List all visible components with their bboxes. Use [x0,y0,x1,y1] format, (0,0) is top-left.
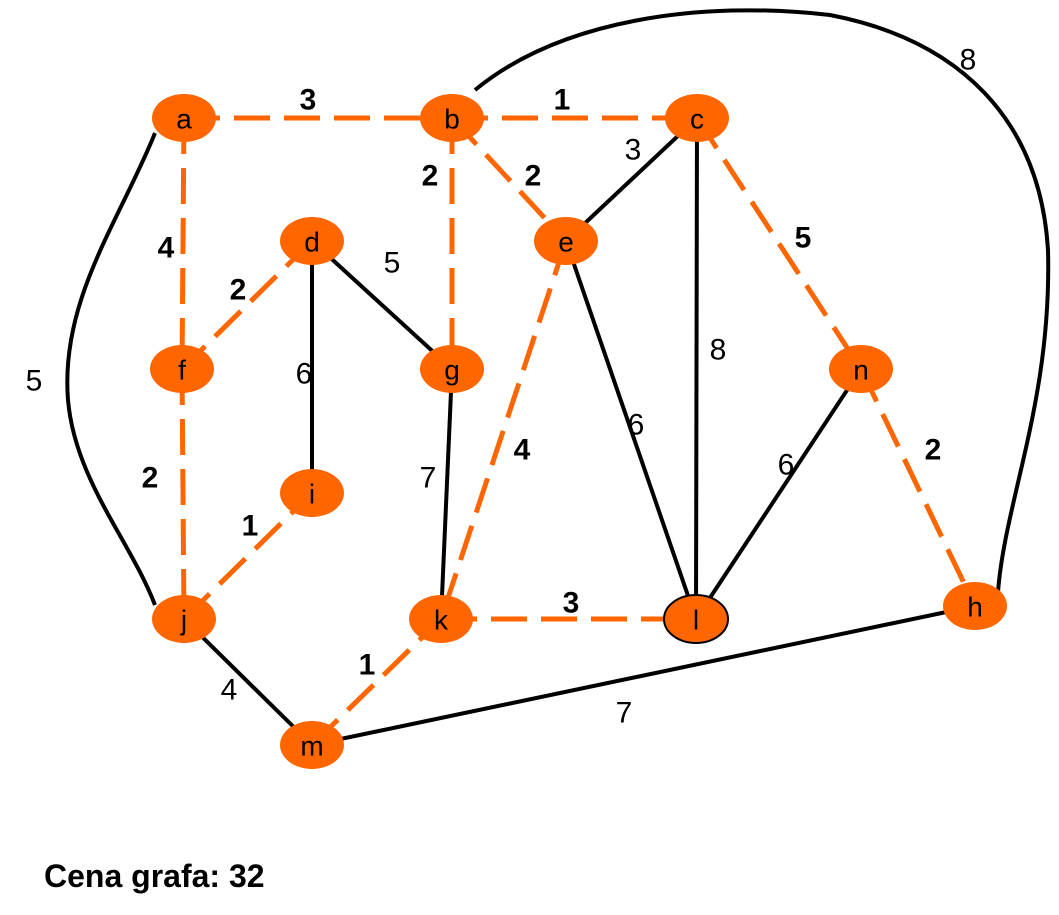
edge-c-l [694,117,699,620]
node-i: i [280,469,344,517]
edge-n-l [694,367,863,621]
node-m: m [280,721,344,769]
node-b: b [420,94,484,142]
node-label-l: l [693,605,699,636]
node-label-c: c [690,104,704,135]
edge-weight-a-b: 3 [300,84,317,117]
node-label-f: f [178,355,186,386]
edge-a-f [179,117,187,370]
node-label-g: g [444,355,460,386]
node-label-a: a [176,104,192,135]
edge-weight-m-k: 1 [359,649,376,682]
node-label-h: h [967,592,983,623]
edge-e-l [564,240,698,620]
edge-m-k [310,617,443,747]
node-label-b: b [444,104,460,135]
node-h: h [943,582,1007,630]
edge-weight-a-j: 5 [26,365,43,398]
node-f: f [150,345,214,393]
edge-weight-labels: 3 1 4 2 2 3 8 5 2 5 6 2 7 4 6 6 2 1 3 4 1 7 5 8 [26,44,977,730]
node-label-n: n [853,355,869,386]
edge-weight-j-m: 4 [221,674,238,707]
node-g: g [420,345,484,393]
node-label-k: k [434,605,449,636]
edge-j-m [182,617,314,747]
node-n: n [829,345,893,393]
edge-weight-c-e: 3 [625,134,642,167]
edge-n-h [858,367,978,608]
edge-weight-n-l: 6 [778,449,795,482]
edge-weight-b-g: 2 [422,160,439,193]
edge-d-g [310,239,454,371]
edge-weight-c-l: 8 [710,334,727,367]
edge-weight-d-f: 2 [230,274,247,307]
edge-weight-e-l: 6 [628,409,645,442]
edge-c-n [694,116,864,371]
node-d: d [280,217,344,265]
edge-b-e [450,116,568,243]
node-e: e [534,217,598,265]
edge-weight-d-i: 6 [296,358,313,391]
edge-b-h [473,8,1051,593]
edges-layer [65,8,1051,747]
edge-weight-j-i: 1 [242,510,259,543]
graph-cost-label: Cena grafa: 32 [44,858,265,894]
edge-m-h [311,604,976,747]
node-label-j: j [180,605,187,636]
edge-weight-b-h: 8 [960,44,977,77]
node-label-m: m [300,731,323,762]
node-c: c [665,94,729,142]
edge-weight-m-h: 7 [616,697,633,730]
node-a: a [152,94,216,142]
node-j: j [152,595,216,643]
edge-weight-c-n: 5 [795,222,812,255]
edge-weight-e-k: 4 [514,434,531,467]
edge-weight-d-g: 5 [384,247,401,280]
edge-f-j [179,368,187,620]
edge-weight-b-c: 1 [554,84,571,117]
edge-weight-n-h: 2 [925,434,942,467]
node-k: k [409,595,473,643]
edge-weight-a-f: 4 [158,232,175,265]
edge-weight-g-k: 7 [420,462,437,495]
edge-c-e [564,116,699,243]
edge-weight-k-l: 3 [563,587,580,620]
node-l: l [663,594,729,644]
edge-d-f [180,239,314,371]
edge-e-k [438,240,569,620]
edge-g-k [439,368,454,620]
edge-weight-f-j: 2 [142,462,159,495]
edge-j-i [182,491,314,621]
node-label-e: e [558,227,574,258]
nodes-layer: a b c d e f g n i j k l h m [150,94,1007,769]
edge-a-j [65,132,157,606]
node-label-d: d [304,227,320,258]
node-label-i: i [309,479,315,510]
edge-weight-b-e: 2 [525,160,542,193]
